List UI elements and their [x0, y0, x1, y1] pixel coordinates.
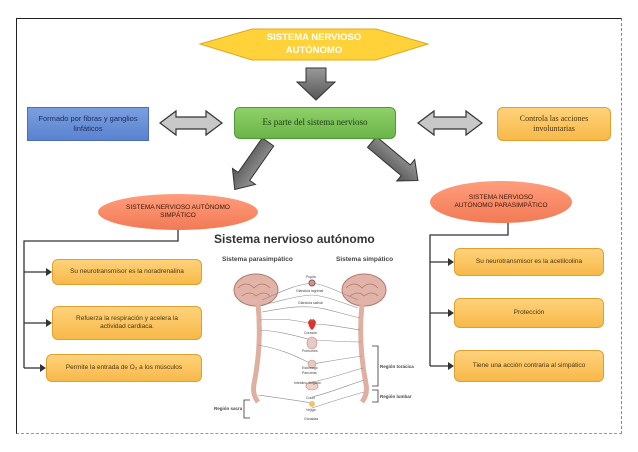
organ-label: Glándula salival: [298, 301, 323, 305]
diagonal-arrow-right: [366, 135, 419, 182]
double-arrow-right: [417, 109, 483, 137]
parasympathetic-title: SISTEMA NERVIOSO AUTÓNOMO PARASIMPÁTICO: [454, 193, 548, 209]
stomach-icon: [307, 359, 317, 369]
right-bracket-line: [429, 223, 509, 366]
organ-label: Vejiga: [306, 408, 316, 412]
heart-icon: [308, 319, 316, 330]
nervous-system-illustration: [212, 230, 408, 426]
down-arrow: [295, 67, 337, 101]
illustration-caption: Sistema nervioso autónomo: [214, 232, 375, 246]
center-box: Es parte del sistema nervioso: [234, 107, 396, 139]
organ-label: Estómago: [302, 366, 318, 370]
eye-icon: [308, 279, 316, 287]
region-label: Región sacra: [214, 406, 243, 411]
region-label: Región lumbar: [380, 394, 412, 399]
diagonal-arrow-left: [231, 137, 275, 191]
parasympathetic-item: Su neurotransmisor es la acetilcolina: [454, 248, 604, 276]
parasympathetic-item: Tiene una acción contraria al simpático: [454, 350, 604, 382]
sympathetic-label: Sistema simpático: [336, 256, 394, 263]
bladder-icon: [309, 401, 315, 407]
right-box: Controla las acciones involuntarias: [497, 107, 611, 141]
parasympathetic-header: SISTEMA NERVIOSO AUTÓNOMO PARASIMPÁTICO: [430, 181, 572, 223]
organ-label: Pulmones: [302, 349, 318, 353]
left-box-text: Formado por fibras y ganglios linfáticos: [38, 114, 138, 133]
sympathetic-item-text: Refuerza la respiración y acelera la act…: [76, 314, 178, 330]
organ-label: Gónadas: [304, 417, 319, 421]
intestine-icon: [305, 381, 319, 391]
title-banner-shape: [198, 28, 430, 61]
parasympathetic-item-text: Su neurotransmisor es la acetilcolina: [475, 257, 583, 265]
organ-label: Intestino delgado: [294, 381, 321, 385]
organ-label: Páncreas: [302, 371, 317, 375]
organ-label: Pupila: [306, 275, 316, 279]
left-box: Formado por fibras y ganglios linfáticos: [27, 107, 149, 141]
region-label: Región torácica: [380, 364, 414, 369]
sympathetic-header: SISTEMA NERVIOSO AUTÓNOMO SIMPÁTICO: [98, 194, 258, 230]
sympathetic-item: Refuerza la respiración y acelera la act…: [52, 306, 202, 340]
sympathetic-item: Su neurotransmisor es la noradrenalina: [52, 259, 202, 285]
parasympathetic-item: Protección: [454, 298, 604, 328]
lungs-icon: [306, 336, 318, 350]
page-frame: [16, 18, 622, 434]
parasympathetic-item-text: Protección: [513, 308, 545, 316]
sympathetic-item-text: Su neurotransmisor es la noradrenalina: [70, 267, 184, 275]
title-line-2: AUTÓNOMO: [285, 44, 343, 56]
sympathetic-item-text: Permite la entrada de O₂ a los músculos: [65, 363, 183, 371]
right-box-text: Controla las acciones involuntarias: [519, 113, 589, 133]
left-bracket-line: [23, 230, 179, 368]
title-line-1: SISTEMA NERVIOSO: [266, 32, 362, 44]
sympathetic-title: SISTEMA NERVIOSO AUTÓNOMO SIMPÁTICO: [126, 203, 230, 219]
sympathetic-item: Permite la entrada de O₂ a los músculos: [46, 354, 202, 382]
title-banner: SISTEMA NERVIOSO AUTÓNOMO: [252, 29, 376, 60]
double-arrow-left: [159, 109, 223, 137]
parasympathetic-label: Sistema parasimpático: [222, 256, 293, 263]
organ-label: Glándula lagrimal: [296, 289, 324, 293]
brain-left-icon: [233, 273, 279, 307]
parasympathetic-item-text: Tiene una acción contraria al simpático: [472, 361, 586, 369]
center-box-text: Es parte del sistema nervioso: [262, 117, 368, 128]
organ-label: Colon: [306, 396, 316, 400]
organ-label: Corazón: [304, 331, 318, 335]
brain-right-icon: [341, 273, 387, 307]
